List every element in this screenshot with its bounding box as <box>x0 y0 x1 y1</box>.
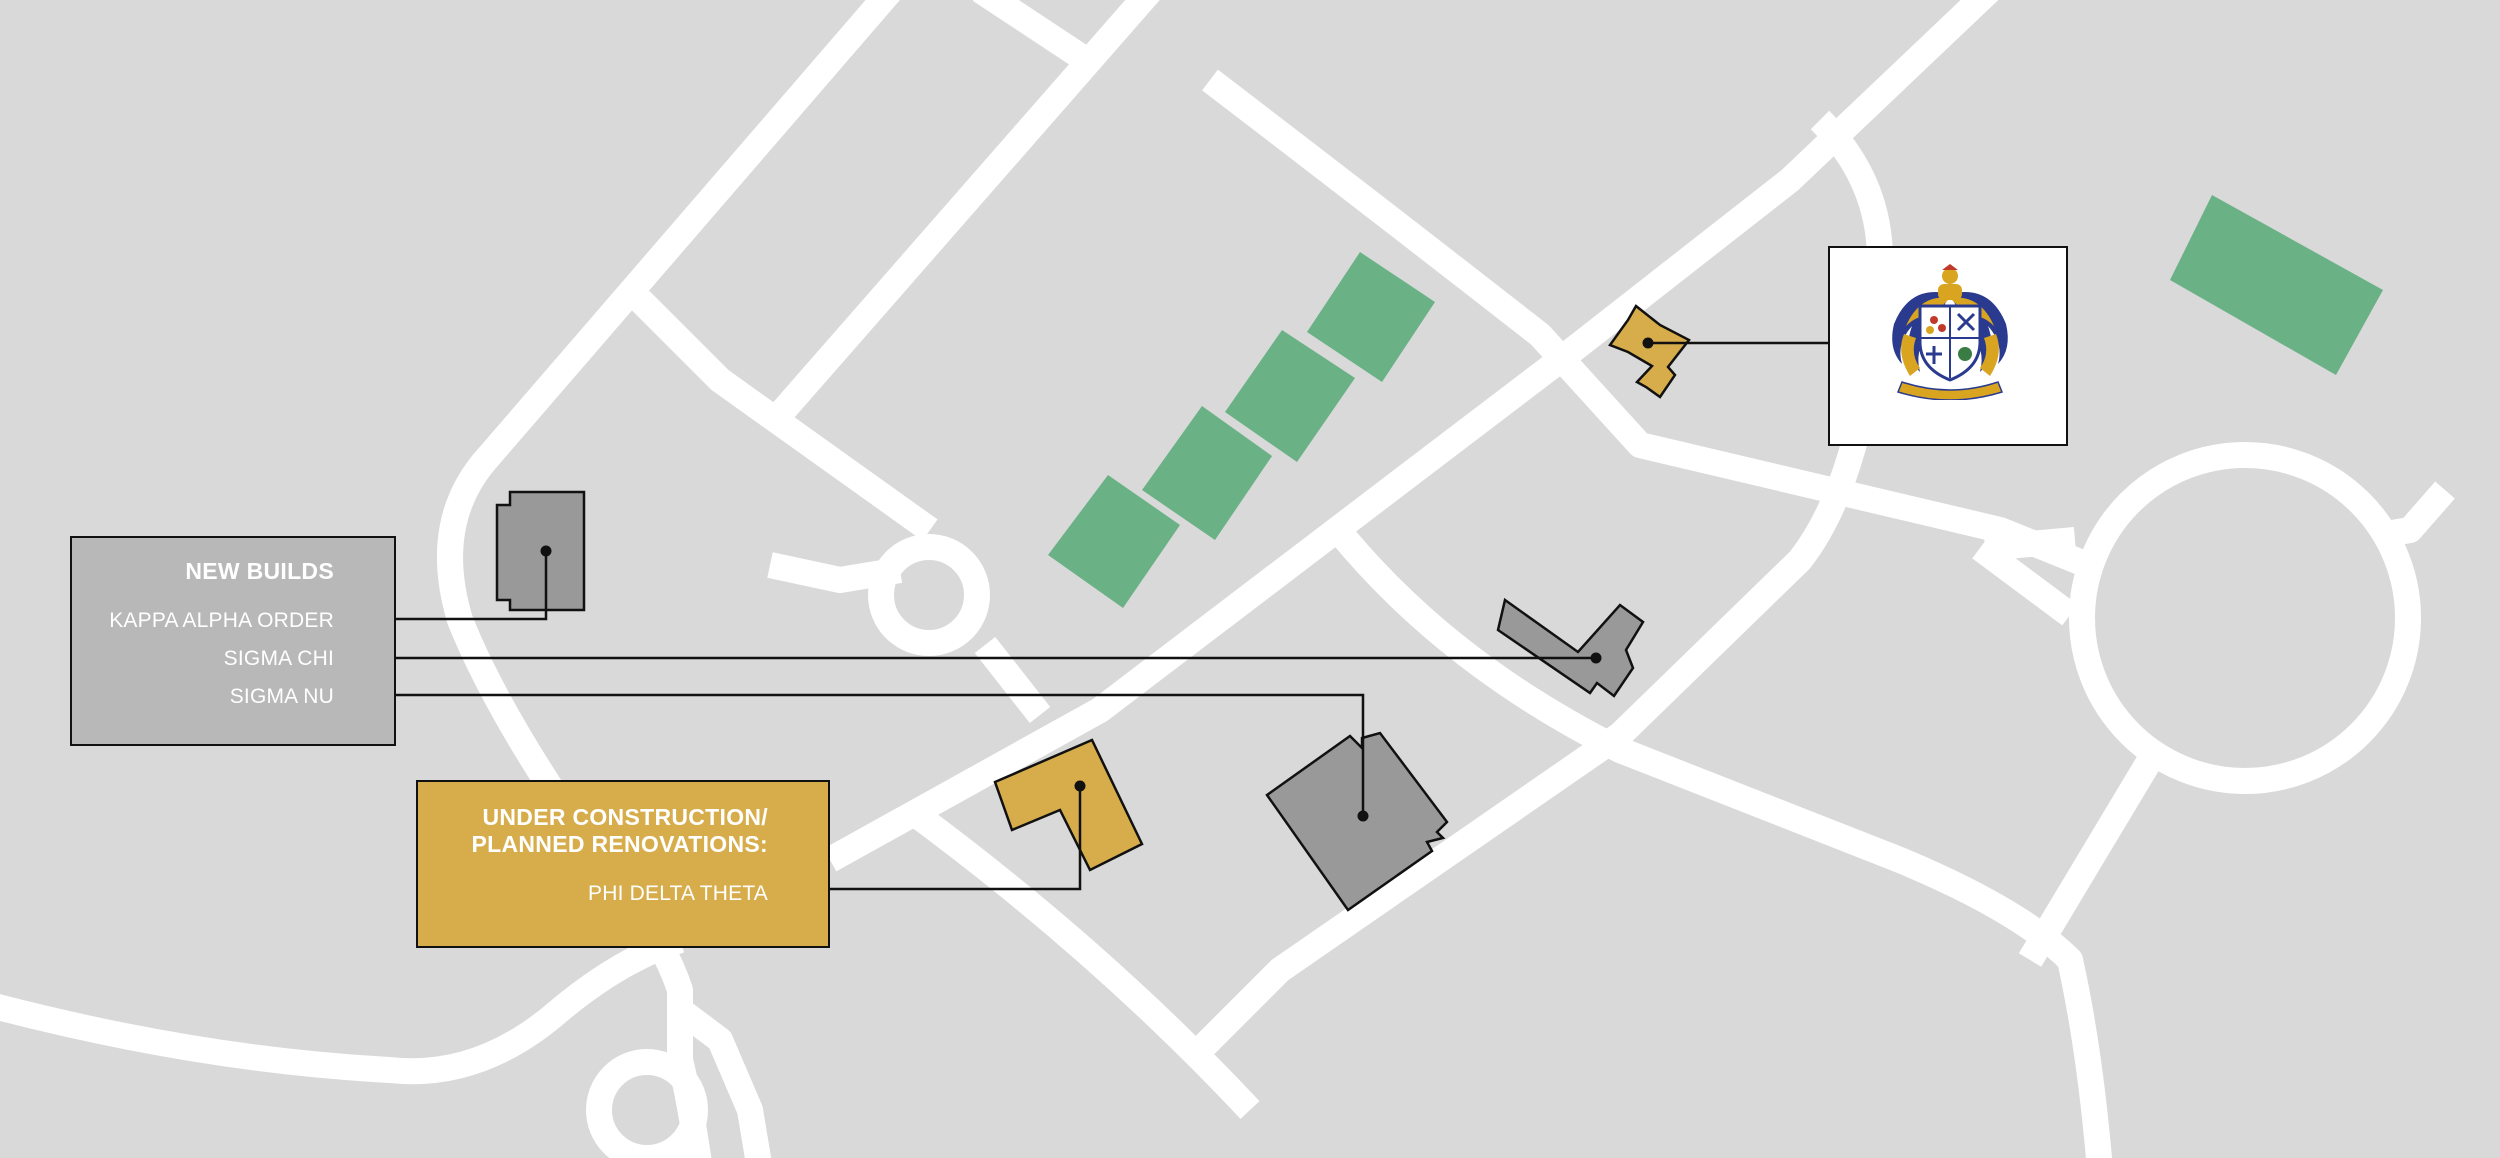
building-sigma-chi <box>1496 597 1645 698</box>
leader-kappa-alpha-order <box>345 551 548 621</box>
road-lower-stub <box>672 999 772 1158</box>
road-southwest-curve <box>0 927 685 1085</box>
green-space-5 <box>2170 195 2383 375</box>
legend-item-phi-delta-theta: PHI DELTA THETA <box>588 882 768 905</box>
new-builds-title: NEW BUILDS <box>185 558 334 584</box>
construction-title-line1: UNDER CONSTRUCTION/ <box>482 804 768 830</box>
roundabouts <box>586 442 2421 1158</box>
leader-lines <box>345 341 1852 891</box>
road-bend-stub <box>974 636 1051 724</box>
construction-title: UNDER CONSTRUCTION/ PLANNED RENOVATIONS: <box>472 804 769 858</box>
green-space-2 <box>1225 330 1355 462</box>
roundabout-south <box>586 1049 708 1158</box>
roundabout-east <box>2069 442 2421 794</box>
new-builds-legend: NEW BUILDS KAPPA ALPHA ORDER SIGMA CHI S… <box>70 536 396 746</box>
legend-item-sigma-chi: SIGMA CHI <box>223 647 334 670</box>
road-southeast-spur <box>2018 753 2162 967</box>
leader-sigma-nu <box>347 693 1365 816</box>
legend-item-kappa-alpha-order: KAPPA ALPHA ORDER <box>109 609 334 632</box>
road-lower-crossing <box>1319 511 2113 1158</box>
marker-sigma-nu <box>1357 810 1369 822</box>
marker-kappa-alpha-order <box>540 545 552 557</box>
green-space-1 <box>1307 252 1435 382</box>
roundabout-center <box>868 534 990 656</box>
building-phi-delta-theta <box>993 738 1144 872</box>
marker-phi-delta-theta <box>1074 780 1086 792</box>
road-north-arc <box>1202 69 2095 579</box>
road-roundabout-link <box>1972 527 2078 626</box>
green-spaces <box>1048 195 2383 608</box>
road-inner-curve <box>630 290 938 541</box>
construction-title-line2: PLANNED RENOVATIONS: <box>471 831 768 857</box>
marker-sigma-chi <box>1590 652 1602 664</box>
coat-of-arms-icon <box>1892 264 2008 400</box>
leader-phi-delta-theta <box>793 786 1082 891</box>
crest-panel <box>1828 246 2068 446</box>
building-sae-house <box>1608 304 1691 399</box>
road-top-connector <box>972 0 1106 79</box>
road-south-diagonal <box>902 799 1260 1119</box>
marker-sae-house <box>1642 337 1654 349</box>
green-space-3 <box>1142 406 1272 540</box>
construction-legend: UNDER CONSTRUCTION/ PLANNED RENOVATIONS:… <box>416 780 830 948</box>
green-space-4 <box>1048 475 1180 608</box>
building-markers <box>540 337 1654 822</box>
legend-item-sigma-nu: SIGMA NU <box>229 685 334 708</box>
